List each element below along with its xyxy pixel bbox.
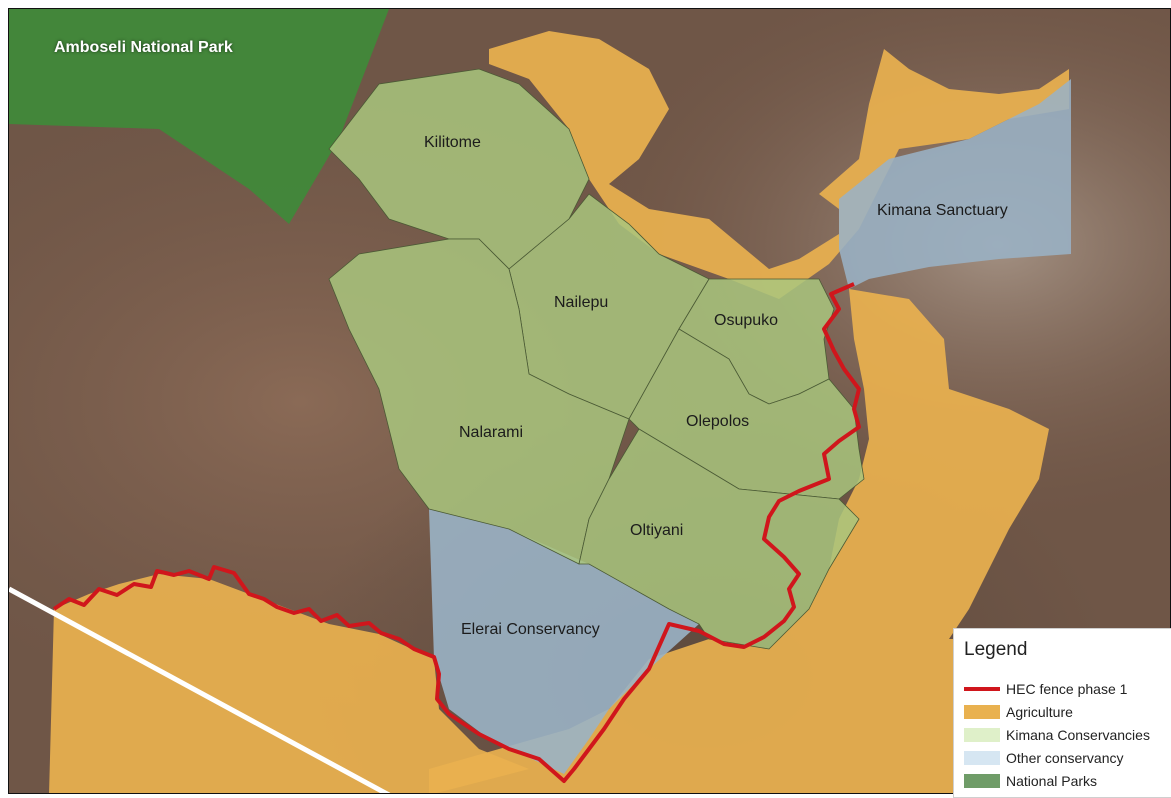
- hec-fence-line[interactable]: [52, 282, 861, 783]
- legend-label-agriculture: Agriculture: [1006, 704, 1073, 720]
- road-line: [9, 586, 391, 793]
- kimana-conservancies-swatch: [964, 728, 1000, 742]
- label-osupuko: Osupuko: [714, 312, 779, 329]
- legend-item-agriculture: Agriculture: [964, 702, 1171, 722]
- national-parks-swatch: [964, 774, 1000, 788]
- map-legend: Legend HEC fence phase 1 Agriculture Kim…: [953, 628, 1171, 798]
- label-oltiyani: Oltiyani: [630, 522, 684, 539]
- label-kilitome: Kilitome: [424, 134, 481, 151]
- other-conservancy-kimana-sanctuary[interactable]: [839, 79, 1071, 289]
- label-nailepu: Nailepu: [554, 294, 609, 311]
- agriculture-area-southwest[interactable]: [49, 574, 529, 794]
- other-conservancy-elerai[interactable]: [429, 509, 699, 774]
- legend-label-fence: HEC fence phase 1: [1006, 681, 1128, 697]
- legend-item-other-conservancy: Other conservancy: [964, 748, 1171, 768]
- kimana-conservancies: [328, 68, 865, 650]
- legend-label-kimana-conservancies: Kimana Conservancies: [1006, 727, 1150, 743]
- legend-label-national-parks: National Parks: [1006, 773, 1098, 789]
- agriculture-area-east[interactable]: [429, 289, 1049, 794]
- legend-label-other-conservancy: Other conservancy: [1006, 750, 1124, 766]
- label-elerai-conservancy: Elerai Conservancy: [461, 621, 600, 638]
- agriculture-swatch: [964, 705, 1000, 719]
- legend-title: Legend: [964, 639, 1028, 660]
- national-park-area[interactable]: [9, 9, 389, 224]
- other-conservancy-swatch: [964, 751, 1000, 765]
- label-amboseli-national-park: Amboseli National Park: [54, 39, 233, 56]
- label-olepolos: Olepolos: [686, 413, 750, 430]
- label-kimana-sanctuary: Kimana Sanctuary: [877, 202, 1008, 219]
- legend-item-national-parks: National Parks: [964, 771, 1171, 791]
- conservancy-nalarami[interactable]: [328, 238, 630, 565]
- label-nalarami: Nalarami: [459, 424, 524, 441]
- legend-item-kimana-conservancies: Kimana Conservancies: [964, 725, 1171, 745]
- legend-item-fence: HEC fence phase 1: [964, 679, 1171, 699]
- fence-line-swatch: [964, 687, 1000, 691]
